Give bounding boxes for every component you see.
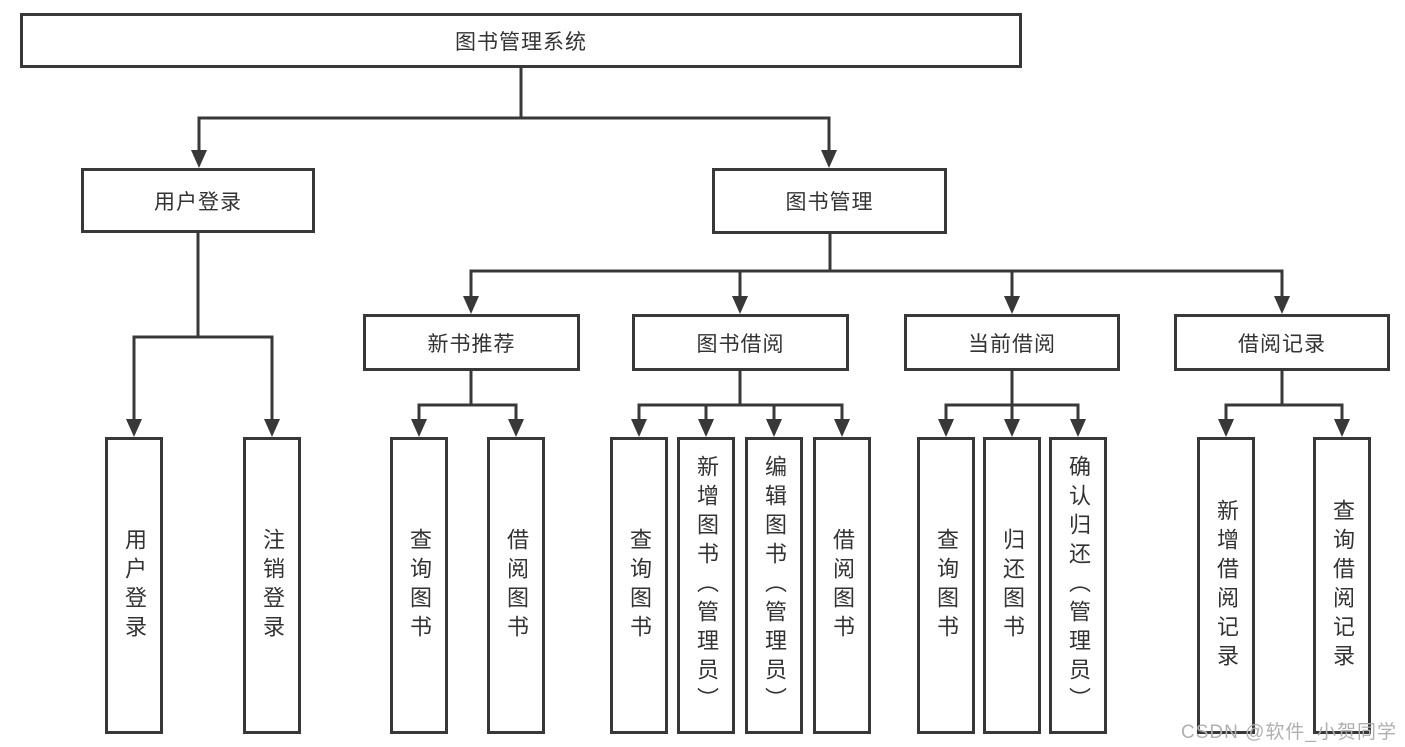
- node-current-borrow: 当前借阅: [904, 314, 1120, 371]
- node-current-borrow-label: 当前借阅: [968, 332, 1056, 356]
- node-borrow-records: 借阅记录: [1174, 314, 1390, 371]
- node-new-book-recommend: 新书推荐: [363, 314, 580, 371]
- leaf-user-login-label: 用户登录: [122, 527, 147, 644]
- leaf-borrow-books-borrow-label: 借阅图书: [830, 527, 855, 644]
- leaf-logout-label: 注销登录: [260, 527, 285, 644]
- leaf-add-book-admin-label: 新增图书（管理员）: [694, 455, 719, 716]
- leaf-add-borrow-record: 新增借阅记录: [1197, 437, 1255, 734]
- leaf-edit-book-admin: 编辑图书（管理员）: [745, 437, 803, 734]
- leaf-edit-book-admin-label: 编辑图书（管理员）: [762, 455, 787, 716]
- node-root: 图书管理系统: [20, 13, 1022, 68]
- leaf-add-borrow-record-label: 新增借阅记录: [1214, 498, 1239, 673]
- leaf-query-books-current-label: 查询图书: [934, 527, 959, 644]
- leaf-borrow-books-borrow: 借阅图书: [813, 437, 871, 734]
- leaf-confirm-return-admin-label: 确认归还（管理员）: [1066, 455, 1091, 716]
- leaf-query-books-recommend: 查询图书: [390, 437, 448, 734]
- leaf-add-book-admin: 新增图书（管理员）: [677, 437, 735, 734]
- leaf-logout: 注销登录: [243, 437, 301, 734]
- node-borrow-records-label: 借阅记录: [1238, 332, 1326, 356]
- leaf-borrow-books-recommend: 借阅图书: [487, 437, 545, 734]
- leaf-query-books-borrow: 查询图书: [610, 437, 668, 734]
- leaf-return-books: 归还图书: [983, 437, 1041, 734]
- csdn-watermark: CSDN @软件_小贺同学: [1181, 722, 1397, 743]
- node-user-login: 用户登录: [81, 168, 315, 233]
- node-book-borrow-label: 图书借阅: [696, 332, 785, 356]
- leaf-query-books-current: 查询图书: [917, 437, 975, 734]
- leaf-user-login: 用户登录: [105, 437, 163, 734]
- node-book-borrow: 图书借阅: [632, 314, 849, 371]
- leaf-query-books-borrow-label: 查询图书: [627, 527, 652, 644]
- leaf-query-borrow-record: 查询借阅记录: [1313, 437, 1371, 734]
- node-book-management: 图书管理: [712, 168, 947, 234]
- leaf-confirm-return-admin: 确认归还（管理员）: [1049, 437, 1107, 734]
- leaf-return-books-label: 归还图书: [1000, 527, 1025, 644]
- leaf-query-books-recommend-label: 查询图书: [407, 527, 432, 644]
- node-new-book-recommend-label: 新书推荐: [427, 332, 516, 356]
- leaf-query-borrow-record-label: 查询借阅记录: [1330, 498, 1355, 673]
- leaf-borrow-books-recommend-label: 借阅图书: [504, 527, 529, 644]
- node-root-label: 图书管理系统: [455, 30, 587, 54]
- node-book-management-label: 图书管理: [785, 191, 874, 214]
- node-user-login-label: 用户登录: [154, 190, 242, 214]
